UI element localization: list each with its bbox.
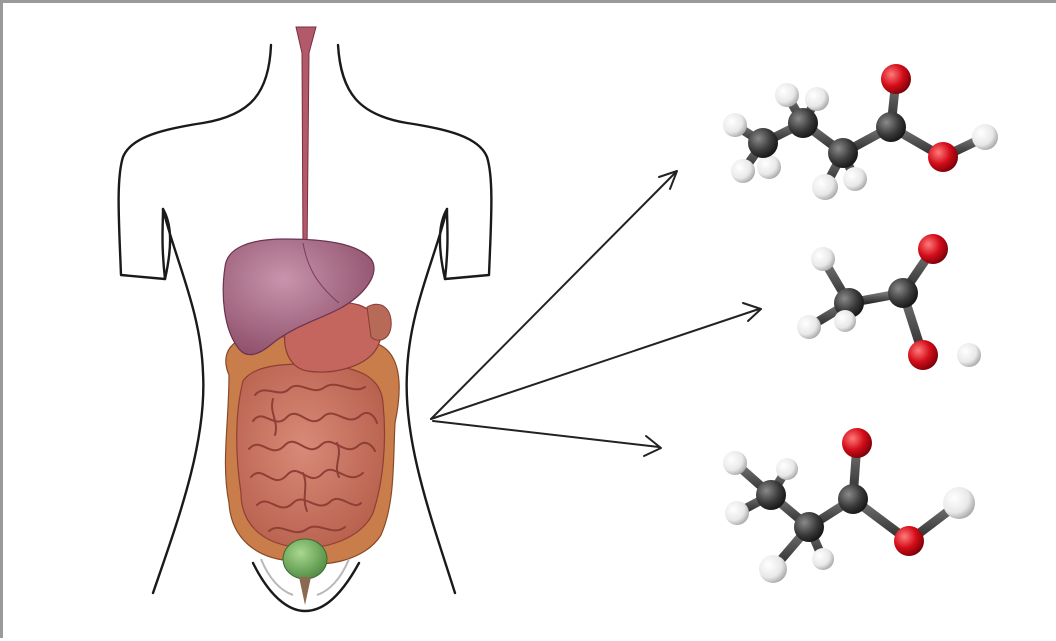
diagram-canvas [3,3,1056,641]
hydrogen-atom [957,343,981,367]
hydrogen-atom [775,83,799,107]
hydrogen-atom [725,501,749,525]
carbon-atom [756,480,786,510]
organs [223,27,399,605]
hydrogen-atom [811,247,835,271]
arrow-to-top-molecule [431,171,677,419]
carbon-atom [888,278,918,308]
carbon-atom [838,484,868,514]
oxygen-atom [842,428,872,458]
carbon-atom [788,108,818,138]
molecule-top-atoms [723,64,998,200]
molecule-middle [797,234,981,370]
hydrogen-atom [723,113,747,137]
stomach-fundus [367,304,391,340]
oxygen-atom [908,340,938,370]
oxygen-atom [928,142,958,172]
hydrogen-atom [812,548,834,570]
hydrogen-atom [943,487,975,519]
bladder [283,539,327,579]
hydrogen-atom [776,458,798,480]
arrow-to-bottom-molecule [433,421,661,456]
molecules [723,64,998,583]
molecule-middle-atoms [797,234,981,370]
urethra [299,577,311,605]
carbon-atom [828,138,858,168]
hydrogen-atom [757,155,781,179]
hydrogen-atom [731,159,755,183]
hydrogen-atom [812,174,838,200]
hydrogen-atom [834,310,856,332]
oxygen-atom [918,234,948,264]
oxygen-atom [894,526,924,556]
hydrogen-atom [723,451,747,475]
hydrogen-atom [805,87,829,111]
molecule-top [723,64,998,200]
arrow-to-middle-molecule [431,303,761,419]
hydrogen-atom [972,124,998,150]
molecule-bottom [723,428,975,583]
carbon-atom [794,512,824,542]
carbon-atom [748,128,778,158]
hydrogen-atom [759,555,787,583]
arrows [431,171,761,456]
molecule-bottom-atoms [723,428,975,583]
hydrogen-atom [797,315,821,339]
hydrogen-atom [843,167,867,191]
carbon-atom [876,112,906,142]
esophagus [296,27,316,253]
oxygen-atom [881,64,911,94]
